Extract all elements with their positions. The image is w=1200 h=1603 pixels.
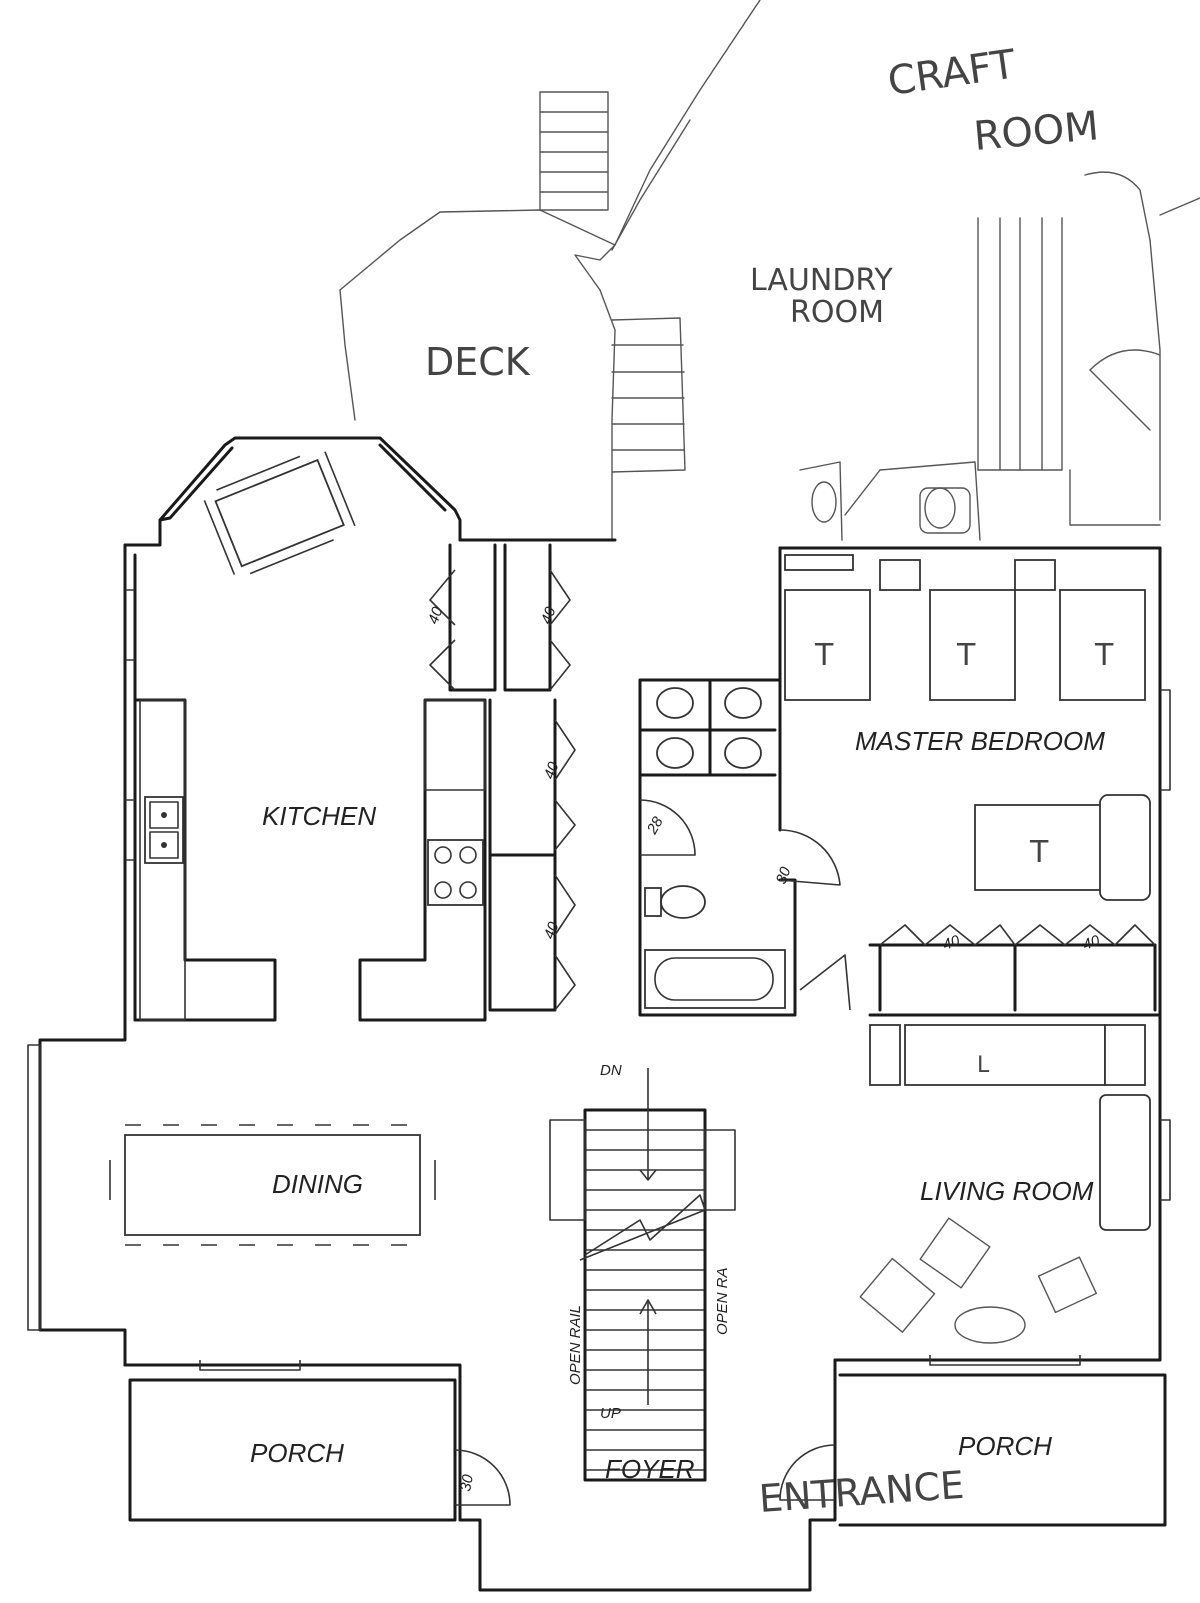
staircase [549, 1068, 736, 1482]
door-size-pantry-1: 40 [425, 604, 447, 626]
door-size-closet-2: 40 [541, 919, 563, 941]
bed-1-mark: T [814, 638, 834, 673]
room-labels: CRAFT ROOM LAUNDRY ROOM DECK KITCHEN MAS… [250, 41, 1105, 1521]
desk-mark: L [977, 1053, 990, 1078]
foyer-label: FOYER [605, 1454, 695, 1484]
bed-3-mark: T [1094, 638, 1114, 673]
bed-4-mark: T [1029, 835, 1049, 870]
toilet [644, 885, 706, 919]
door-size-bath-2: 30 [773, 864, 795, 886]
living-chairs [859, 1217, 1097, 1344]
door-size-pantry-2: 40 [538, 604, 560, 626]
bathtub [644, 949, 786, 1009]
door-size-bedroom-closet-1: 40 [941, 932, 963, 954]
door-size-bedroom-closet-2: 40 [1081, 932, 1103, 954]
craft-room-label-line2: ROOM [972, 103, 1101, 160]
deck-label: DECK [425, 340, 531, 384]
door-size-closet-1: 40 [541, 759, 563, 781]
breakfast-table [203, 451, 356, 575]
laundry-room-label-line2: ROOM [790, 295, 884, 330]
beds [784, 554, 1151, 901]
furniture-marks: T T T T L [814, 638, 1114, 1078]
bed-2-mark: T [956, 638, 976, 673]
stairs-rail-right-label: OPEN RA [714, 1267, 731, 1335]
upper-sketch [339, 0, 1200, 541]
dining-table [109, 1124, 436, 1246]
stove [427, 839, 484, 906]
craft-room-label-line1: CRAFT [885, 41, 1019, 104]
kitchen-label: KITCHEN [262, 801, 376, 831]
door-size-labels: 40 40 40 40 28 30 40 40 30 [425, 604, 1103, 1492]
house-walls [27, 436, 1171, 1592]
porch-right-label: PORCH [958, 1431, 1052, 1461]
laundry-room-label-line1: LAUNDRY [750, 263, 893, 298]
craft-hall-lines [977, 217, 1063, 471]
dining-label: DINING [272, 1169, 363, 1199]
stairs-up-label: UP [600, 1405, 621, 1422]
door-size-porch: 30 [457, 1473, 477, 1493]
stairs-rail-left-label: OPEN RAIL [567, 1305, 584, 1385]
porch-left-label: PORCH [250, 1438, 344, 1468]
kitchen-sink [144, 796, 184, 864]
stair-labels: DN UP OPEN RAIL OPEN RA [567, 1062, 731, 1422]
master-bedroom-label: MASTER BEDROOM [855, 726, 1105, 756]
living-room-label: LIVING ROOM [920, 1176, 1094, 1206]
door-size-bath-1: 28 [643, 813, 667, 837]
bathroom-sinks [656, 687, 762, 769]
door-swings [429, 569, 1156, 1506]
stairs-down-label: DN [600, 1062, 622, 1079]
deck-steps [611, 317, 686, 473]
chimney [539, 91, 609, 211]
furniture [109, 451, 1151, 1344]
